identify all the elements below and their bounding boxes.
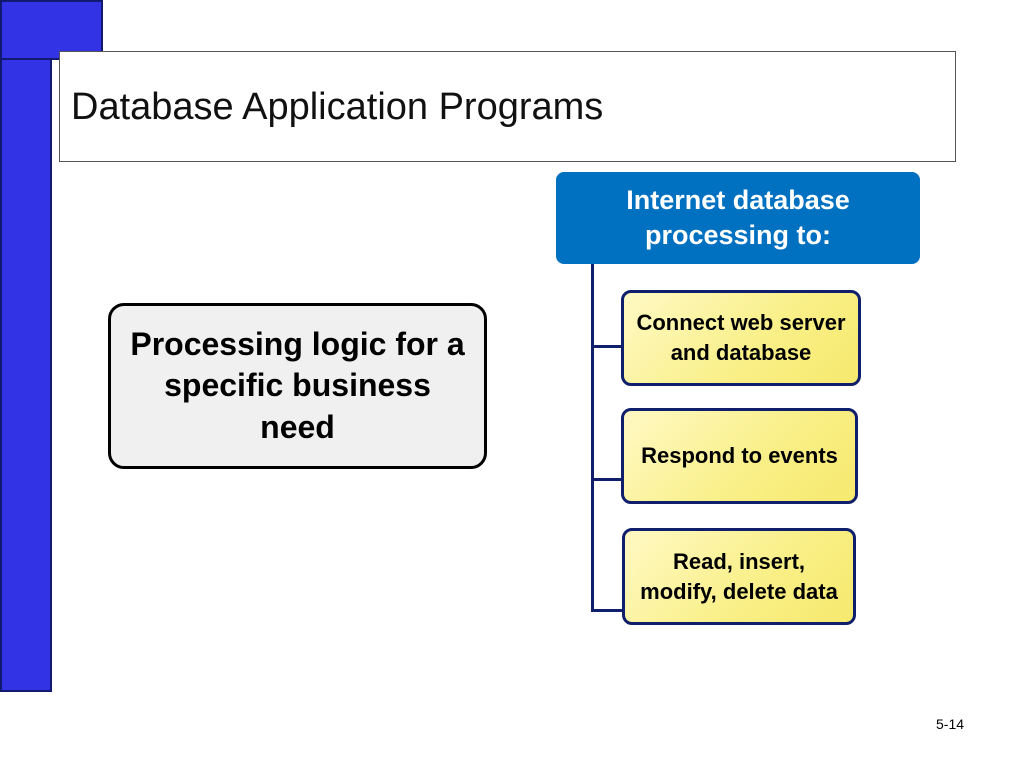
connector-branch-1 — [591, 345, 623, 348]
hierarchy-child-2: Respond to events — [621, 408, 858, 504]
hierarchy-child-2-text: Respond to events — [641, 443, 838, 469]
hierarchy-root-box: Internet database processing to: — [556, 172, 920, 264]
hierarchy-child-3-text: Read, insert, modify, delete data — [640, 548, 838, 604]
connector-branch-3 — [591, 609, 624, 612]
hierarchy-root-text: Internet database processing to: — [626, 184, 850, 250]
top-accent-block — [0, 0, 103, 60]
connector-branch-2 — [591, 478, 623, 481]
processing-logic-text: Processing logic for a specific business… — [130, 325, 465, 445]
hierarchy-child-1: Connect web server and database — [621, 290, 861, 386]
slide-number: 5-14 — [936, 716, 965, 732]
hierarchy-child-3: Read, insert, modify, delete data — [622, 528, 856, 625]
processing-logic-box: Processing logic for a specific business… — [108, 303, 487, 469]
hierarchy-child-1-text: Connect web server and database — [636, 310, 846, 365]
title-frame: Database Application Programs — [59, 51, 956, 162]
slide-title: Database Application Programs — [71, 86, 604, 128]
left-accent-bar — [0, 0, 52, 692]
connector-vertical — [591, 264, 594, 612]
